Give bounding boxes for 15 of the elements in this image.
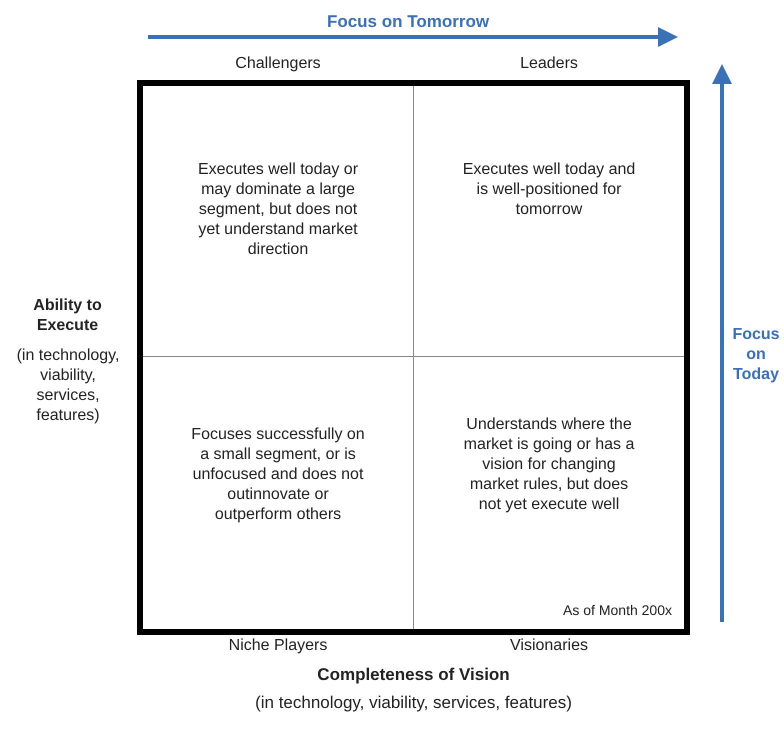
quadrant-title: Leaders: [519, 54, 579, 74]
axis-note: (in technology, viability, services, features): [254, 693, 573, 713]
quadrant-title: Niche Players: [228, 636, 328, 656]
quadrant-title: Visionaries: [509, 636, 589, 656]
axis-title: Ability to Execute: [32, 296, 103, 336]
axis-title: Focus on Tomorrow: [326, 12, 490, 32]
quadrant-description: Understands where the market is going or has a vision for changing market rules, but does not yet execute well: [462, 415, 636, 515]
date-note: As of Month 200x: [562, 601, 672, 620]
quadrant-title: Challengers: [234, 54, 322, 74]
quadrant-description: Focuses successfully on a small segment, or is unfocused and does not outinnovate or outperform others: [190, 425, 366, 525]
quadrant-description: Executes well today or may dominate a large segment, but does not yet understand market direction: [196, 160, 360, 260]
axis-title: Focus on Today: [731, 325, 781, 385]
axis-note: (in technology, viability, services, features): [16, 346, 120, 426]
axis-title: Completeness of Vision: [316, 665, 511, 685]
quadrant-description: Executes well today and is well-positioned for tomorrow: [462, 160, 636, 220]
